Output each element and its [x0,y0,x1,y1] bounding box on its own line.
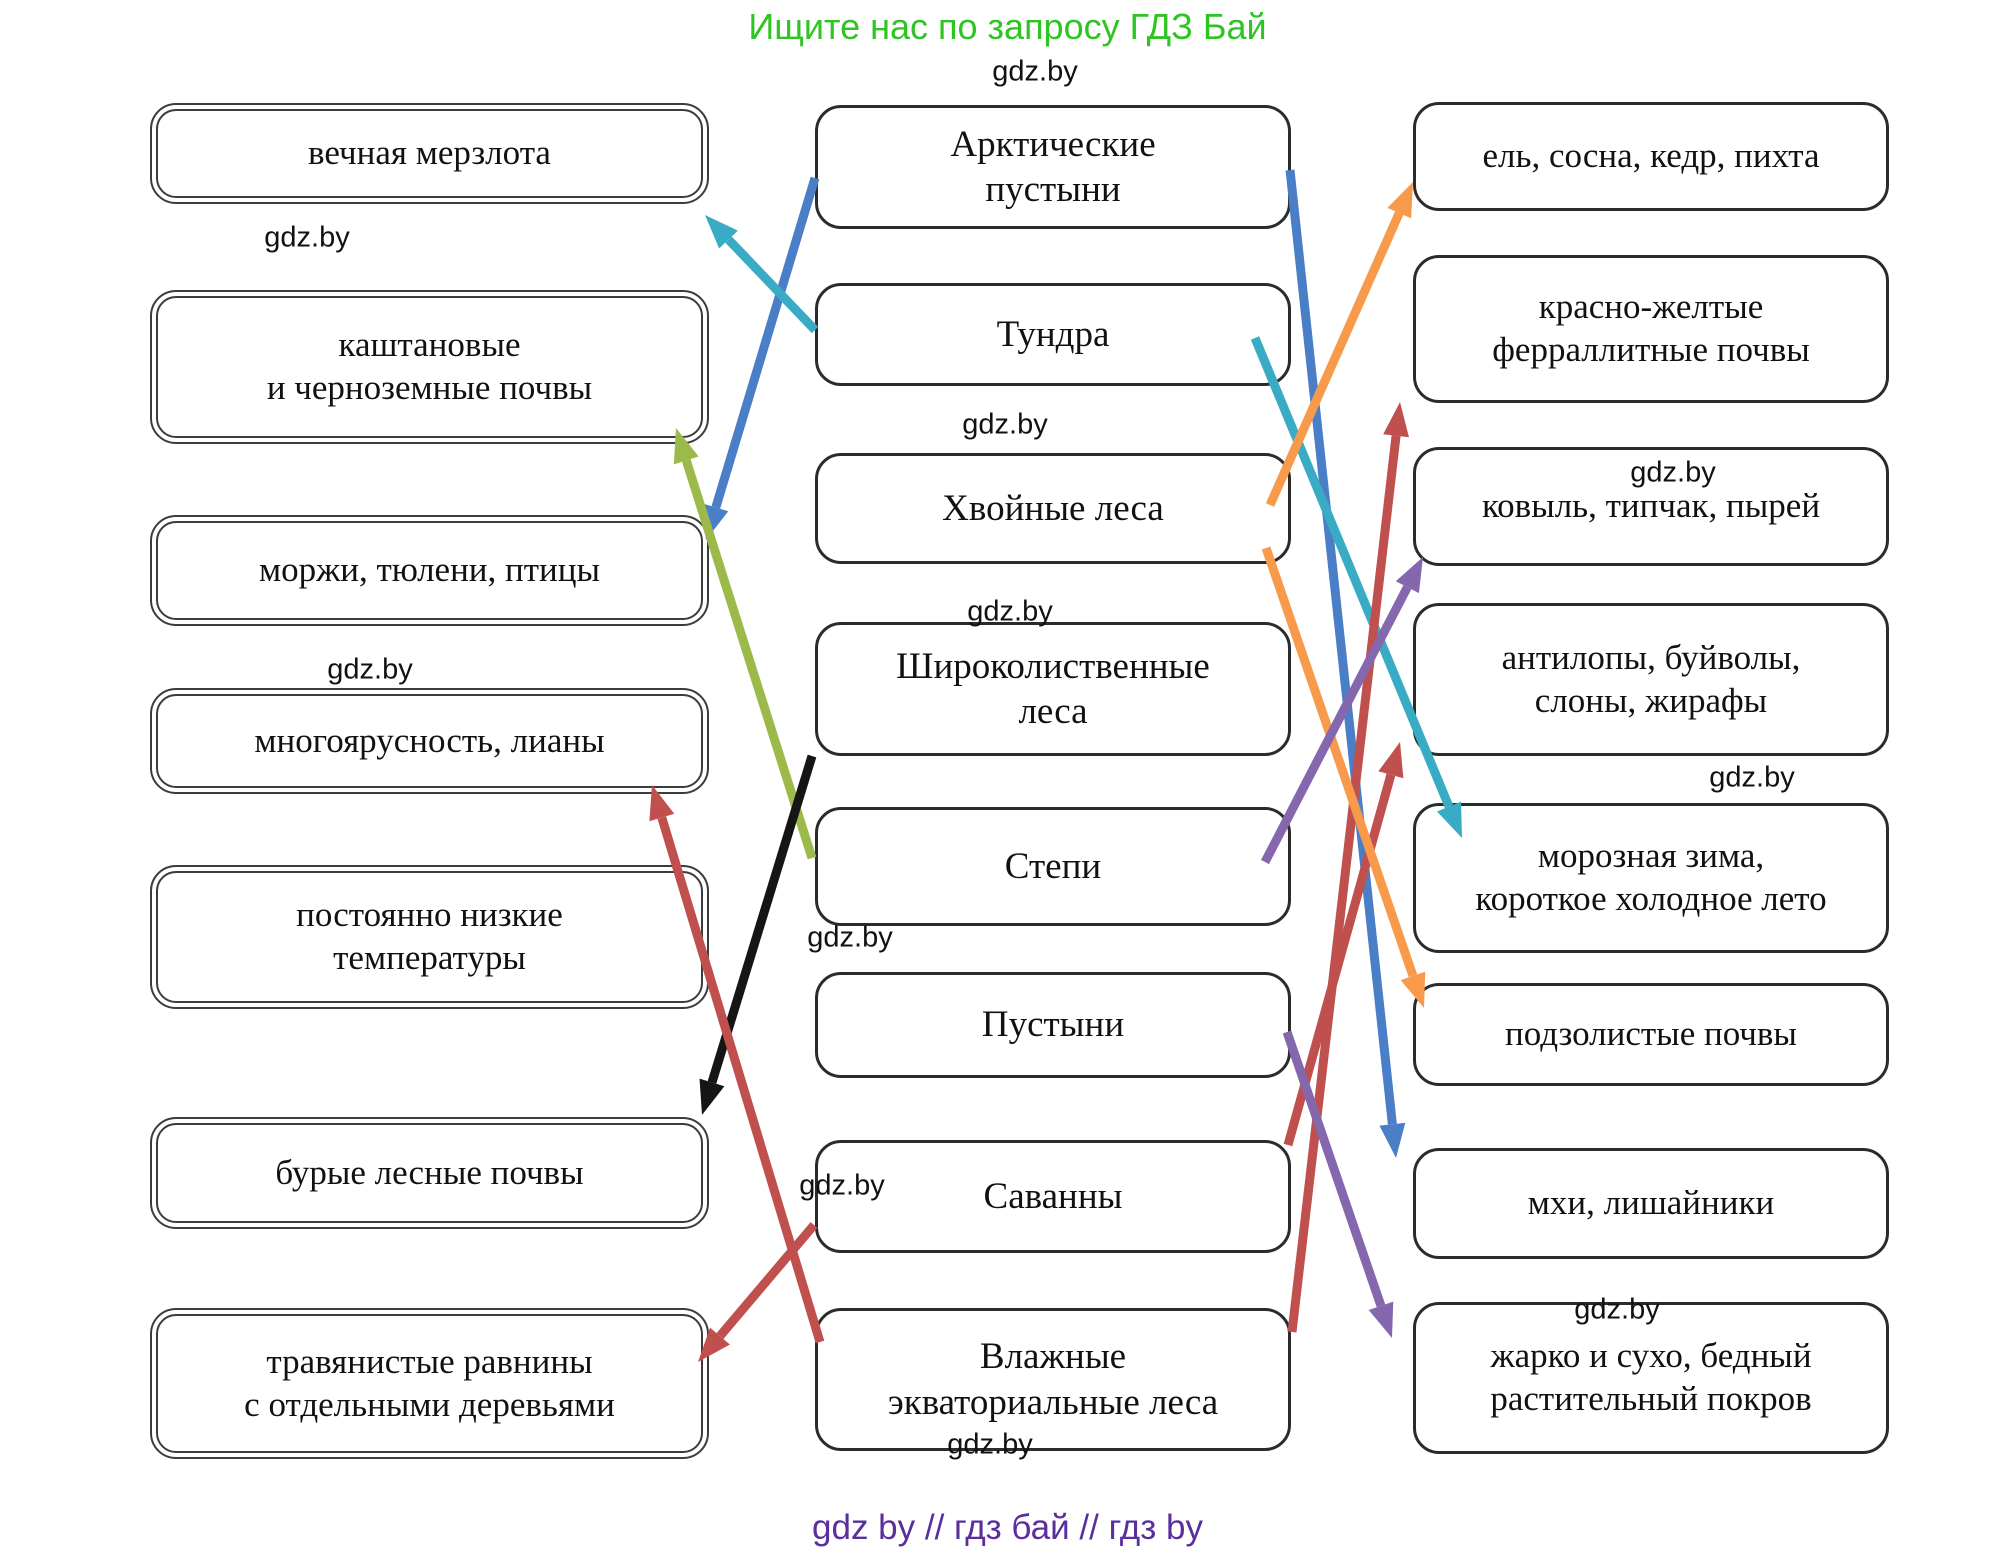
left-box-brown-forest-soils: бурые лесные почвы [150,1117,709,1229]
right-box-ferralitic-soils: красно-желтые ферраллитные почвы [1413,255,1889,403]
left-box-walruses-seals: моржи, тюлени, птицы [150,515,709,626]
arrow-steppe-to-chestnut-soils [673,428,817,860]
right-box-spruce-pine: ель, сосна, кедр, пихта [1413,102,1889,211]
watermark: gdz.by [327,653,413,686]
watermark: gdz.by [992,55,1078,88]
right-box-antelopes: антилопы, буйволы, слоны, жирафы [1413,603,1889,756]
right-box-podzolic-soils: подзолистые почвы [1413,983,1889,1086]
watermark: gdz.by [1709,761,1795,794]
right-box-mosses-lichens: мхи, лишайники [1413,1148,1889,1259]
left-box-permafrost: вечная мерзлота [150,103,709,204]
arrow-conifer-to-podzolic [1261,546,1426,1008]
right-box-hot-dry: жарко и сухо, бедный растительный покров [1413,1302,1889,1454]
middle-box-savannas: Саванны [815,1140,1291,1253]
left-box-grassy-plains: травянистые равнины с отдельными деревья… [150,1308,709,1459]
watermark: gdz.by [967,595,1053,628]
watermark: gdz.by [264,221,350,254]
middle-box-broadleaf-forests: Широколиственные леса [815,622,1291,756]
footer-links: gdz by // гдз бай // гдз by [812,1508,1203,1547]
arrow-conifer-to-spruce [1265,182,1413,507]
middle-box-tundra: Тундра [815,283,1291,386]
watermark: gdz.by [807,921,893,954]
right-box-feather-grass: ковыль, типчак, пырей [1413,447,1889,566]
arrow-arctic-to-mosses [1285,169,1406,1158]
watermark: gdz.by [947,1428,1033,1461]
left-box-chestnut-soils: каштановые и черноземные почвы [150,290,709,444]
arrow-equatorial-to-ferralitic [1287,402,1409,1333]
middle-box-deserts: Пустыни [815,972,1291,1078]
arrow-tundra-to-permafrost [705,215,819,334]
middle-box-arctic-deserts: Арктические пустыни [815,105,1291,229]
middle-box-equatorial-forests: Влажные экваториальные леса [815,1308,1291,1451]
watermark: gdz.by [962,408,1048,441]
left-box-lianas: многоярусность, лианы [150,688,709,794]
left-box-low-temperatures: постоянно низкие температуры [150,865,709,1009]
arrow-desert-to-hot-dry [1282,1030,1394,1338]
arrow-arctic-to-walruses [703,176,820,540]
middle-box-steppes: Степи [815,807,1291,926]
middle-box-coniferous-forests: Хвойные леса [815,453,1291,564]
arrow-savanna-to-grassy-plains [698,1222,818,1362]
arrow-broadleaf-to-brown-soils [699,754,817,1115]
right-box-frosty-winter: морозная зима, короткое холодное лето [1413,803,1889,953]
arrow-savanna-to-antelopes [1283,742,1404,1147]
watermark: gdz.by [1630,456,1716,489]
arrow-tundra-to-frosty-winter [1250,336,1462,838]
promo-title: Ищите нас по запросу ГДЗ Бай [748,6,1267,47]
watermark: gdz.by [799,1169,885,1202]
watermark: gdz.by [1574,1293,1660,1326]
